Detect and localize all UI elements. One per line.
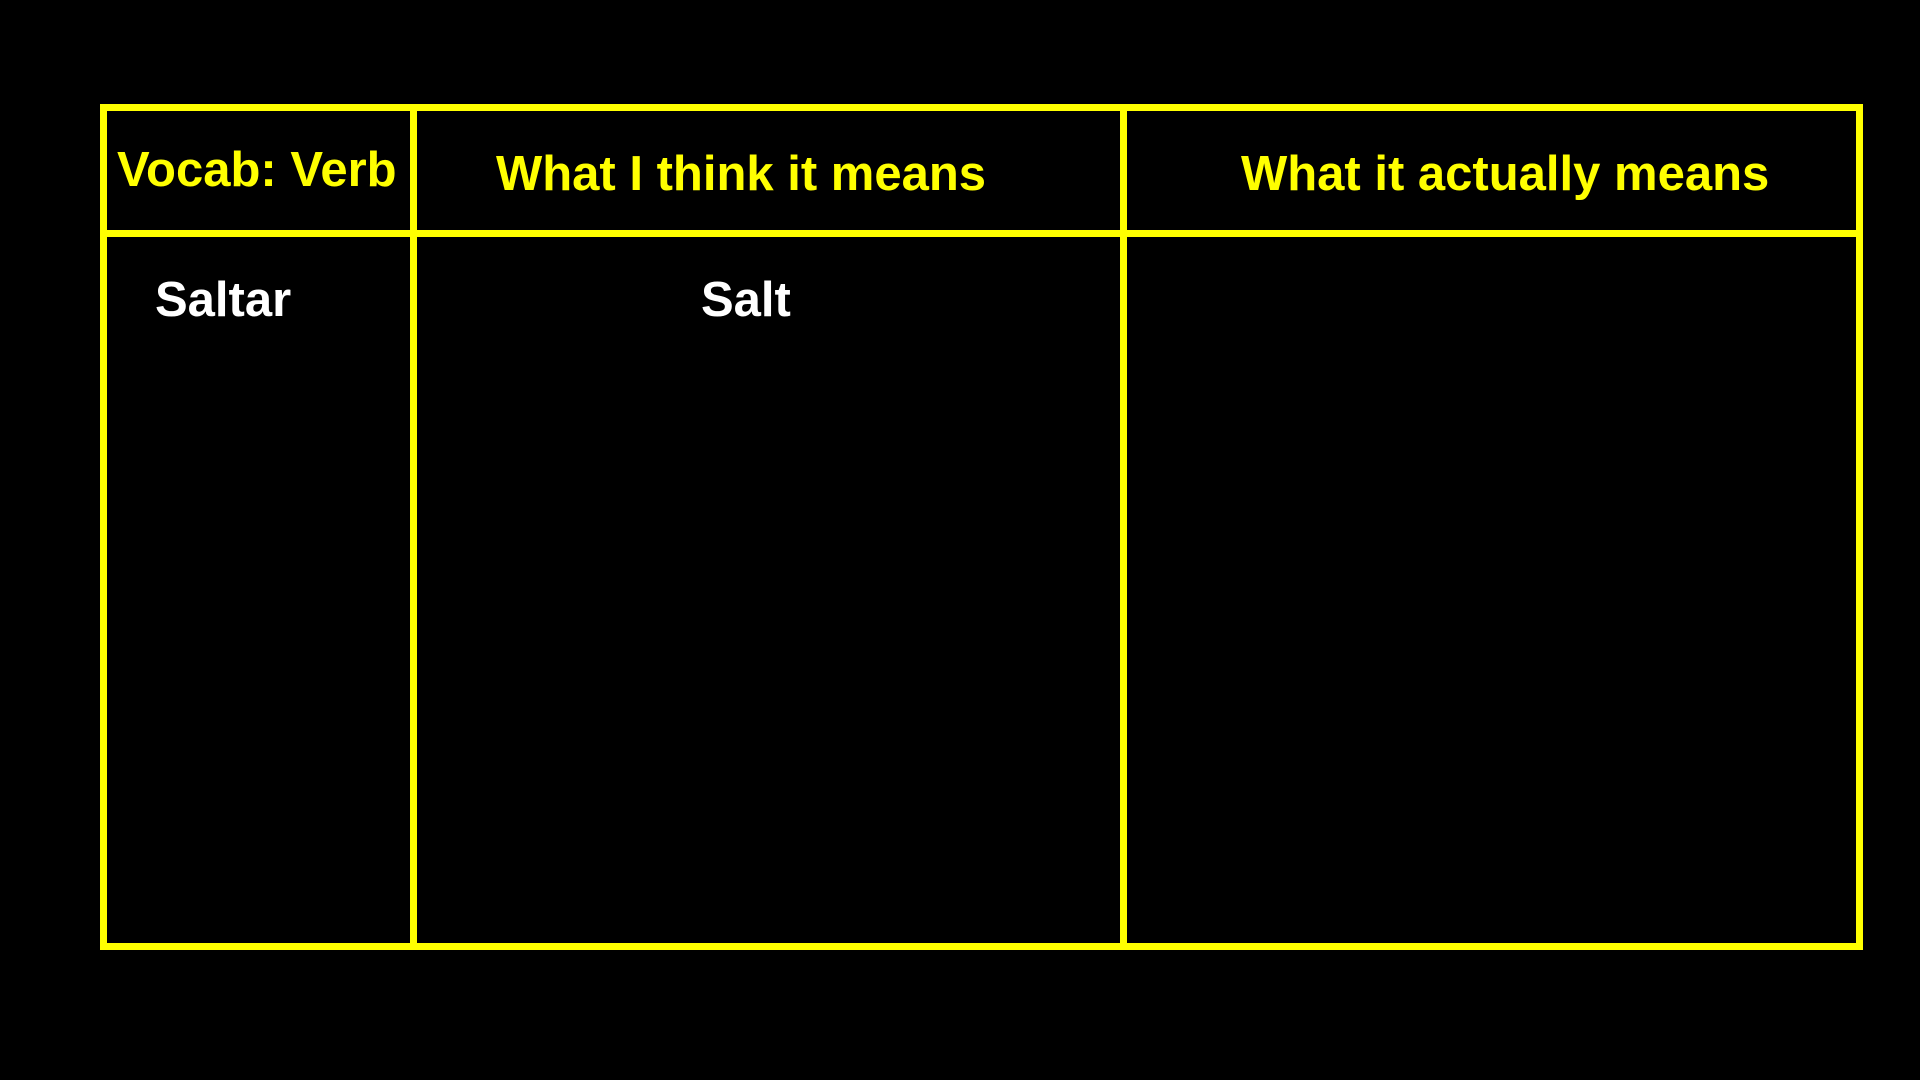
cell-vocab-word: Saltar <box>155 273 292 327</box>
header-what-i-think: What I think it means <box>496 147 987 201</box>
table-border-top <box>100 104 1863 111</box>
column-divider-2 <box>1120 104 1127 950</box>
table-border-bottom <box>100 943 1863 950</box>
header-vocab-verb: Vocab: Verb <box>117 143 397 197</box>
table-border-left <box>100 104 107 950</box>
table-border-right <box>1856 104 1863 950</box>
header-divider <box>100 230 1863 237</box>
cell-guess-meaning: Salt <box>701 273 791 327</box>
column-divider-1 <box>410 104 417 950</box>
header-what-it-actually-means: What it actually means <box>1241 147 1770 201</box>
